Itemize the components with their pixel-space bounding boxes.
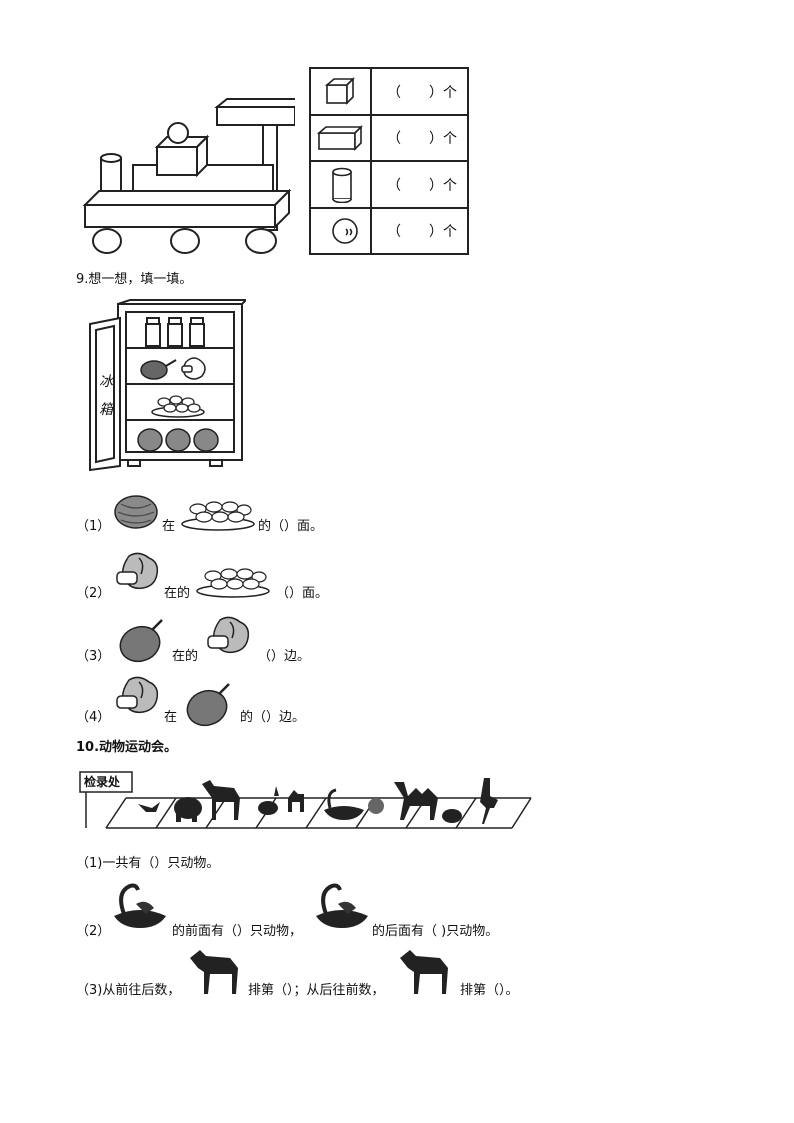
cuboid-icon xyxy=(317,125,363,151)
q10-line-2-text-b: 的后面有（ )只动物。 xyxy=(372,924,499,939)
animal-race-track: 检录处 xyxy=(76,768,536,848)
q10-line-2-text-a: 的前面有（）只动物， xyxy=(172,924,303,939)
q9-item-2-text-a: 在的 xyxy=(164,586,191,601)
check-in-sign: 检录处 xyxy=(84,775,121,789)
q9-item-4-number: （4） xyxy=(76,710,111,725)
question-10-title: 10.动物运动会。 xyxy=(76,740,178,755)
fridge-label-char-1: 冰 xyxy=(99,374,113,390)
sphere-icon xyxy=(332,218,358,244)
fridge-label-char-2: 箱 xyxy=(99,402,113,418)
q9-item-2-text-b: （）面。 xyxy=(276,586,329,601)
q9-item-1-text-a: 在 xyxy=(162,519,176,534)
horse-icon xyxy=(190,950,238,994)
watermelon-icon xyxy=(114,495,158,529)
q10-line-2-number: （2） xyxy=(76,924,111,939)
q9-item-1-text-b: 的（）面。 xyxy=(258,519,324,534)
q9-item-1-number: （1） xyxy=(76,519,111,534)
cylinder-count-blank[interactable]: （ ）个 xyxy=(387,178,457,194)
q9-item-3-text-b: （）边。 xyxy=(258,649,311,664)
block-train-figure xyxy=(75,95,295,260)
cabbage-icon xyxy=(116,552,159,590)
cuboid-count-blank[interactable]: （ ）个 xyxy=(387,131,457,147)
cube-count-blank[interactable]: （ ）个 xyxy=(387,85,457,101)
swan-icon xyxy=(316,883,368,928)
q10-line-3-text-b: 排第（）。 xyxy=(460,983,519,998)
q9-item-3-text-a: 在的 xyxy=(172,649,199,664)
q9-item-2-number: （2） xyxy=(76,586,111,601)
eggplant-icon xyxy=(119,619,163,663)
cube-icon xyxy=(325,77,355,105)
question-9-title: 9.想一想，填一填。 xyxy=(76,272,193,287)
q10-line-3-number: （3)从前往后数， xyxy=(76,983,181,998)
horse-icon xyxy=(400,950,448,994)
q9-item-3-number: （3） xyxy=(76,649,111,664)
swan-icon xyxy=(114,883,166,928)
fridge-label: 冰 箱 xyxy=(96,368,116,424)
sphere-count-blank[interactable]: （ ）个 xyxy=(387,224,457,240)
eggplant-icon xyxy=(186,683,230,727)
q10-line-1: （1)一共有（）只动物。 xyxy=(76,856,220,871)
cylinder-icon xyxy=(332,167,352,203)
cabbage-icon xyxy=(207,616,250,654)
shapes-count-table: （ ）个 （ ）个 （ ）个 （ ）个 xyxy=(309,67,469,255)
fridge-figure: 冰 箱 xyxy=(86,298,246,474)
dumplings-plate-icon xyxy=(181,501,255,531)
cabbage-icon xyxy=(116,676,159,714)
q10-line-3-text-a: 排第（）；从后往前数， xyxy=(248,983,385,998)
q9-item-4-text-b: 的（）边。 xyxy=(240,710,306,725)
dumplings-plate-icon xyxy=(196,568,270,598)
q9-item-4-text-a: 在 xyxy=(164,710,178,725)
